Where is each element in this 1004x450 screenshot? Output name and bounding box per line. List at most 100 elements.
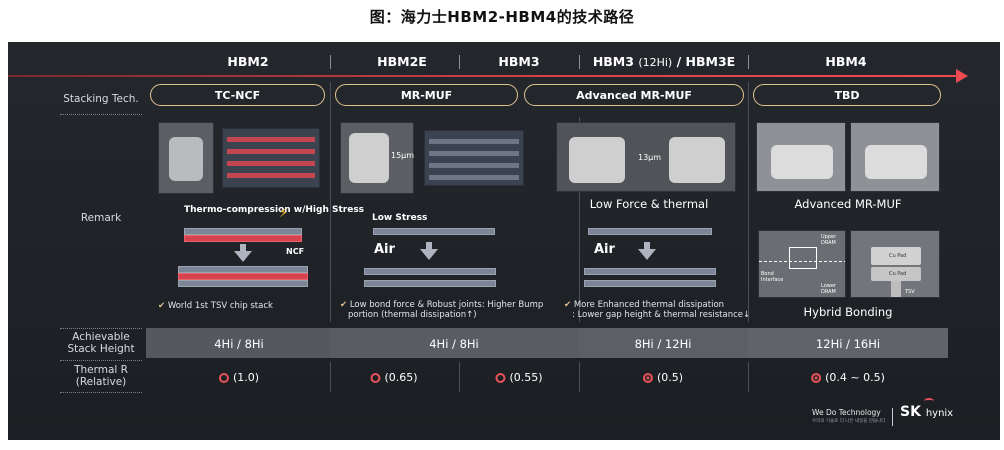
thermal-hbm2e: (0.65)	[370, 371, 417, 384]
logo-hynix: hynix	[926, 408, 953, 419]
row-dotted-divider	[60, 114, 142, 115]
tsv-shape	[891, 281, 901, 298]
thermal-hbm4: (0.4 ~ 0.5)	[811, 371, 885, 384]
roadmap-panel: HBM2 HBM2E HBM3 HBM3 (12Hi) / HBM3E HBM4…	[8, 42, 1000, 440]
header-divider	[330, 55, 331, 69]
column-divider	[330, 82, 331, 322]
thermal-hbm2: (1.0)	[219, 371, 259, 384]
bond-line	[759, 261, 846, 262]
check-icon: ✔	[564, 300, 571, 310]
gap-13um-label: 13μm	[638, 152, 661, 163]
hbm2e-chip-bottom	[364, 280, 496, 287]
upper-dram-label: Upper DRAM	[821, 234, 845, 246]
thermal-hbm4-value: (0.4 ~ 0.5)	[825, 371, 885, 384]
hbm2-subtitle: Thermo-compression w/High Stress	[184, 205, 364, 216]
row-dotted-divider	[60, 392, 142, 393]
circle-rating-icon	[495, 373, 505, 383]
footer-tagline-small: 우리의 기술로 더 나은 내일을 만듭니다	[812, 417, 885, 426]
row-label-thermal: Thermal R (Relative)	[60, 364, 142, 388]
thermal-hbm3e: (0.5)	[643, 371, 683, 384]
figure-title: 图：海力士HBM2-HBM4的技术路径	[0, 6, 1004, 27]
header-divider	[748, 55, 749, 69]
hbm4-caption-bottom: Hybrid Bonding	[804, 305, 893, 319]
gen-hbm3-12hi-small: (12Hi)	[638, 56, 672, 69]
row-dotted-divider	[60, 328, 142, 329]
hbm2e-stack-image	[424, 130, 524, 186]
circle-rating-icon	[219, 373, 229, 383]
hbm2-chip-mid	[178, 266, 308, 273]
gen-hbm2e: HBM2E	[377, 54, 427, 69]
timeline-arrow-head-icon	[956, 69, 968, 83]
cu-pad-label-1: Cu Pad	[889, 251, 906, 262]
thermal-hbm3: (0.55)	[495, 371, 542, 384]
hbm2e-air-label: Air	[374, 242, 395, 257]
column-divider	[748, 82, 749, 322]
pill-tc-ncf: TC-NCF	[150, 84, 325, 106]
hbm3e-air-label: Air	[594, 242, 615, 257]
hbm3e-chip-top	[588, 228, 712, 235]
hbm2-chip-top	[184, 228, 302, 235]
bond-interface-box	[789, 247, 817, 269]
hbm2-stack-image	[222, 128, 320, 188]
down-arrow-icon	[234, 251, 252, 262]
gen-hbm3-12hi-main: HBM3	[593, 54, 634, 69]
hbm2-chip-bottom	[178, 280, 308, 287]
gap-15um-label: 15μm	[391, 150, 414, 161]
thermal-hbm3e-value: (0.5)	[657, 371, 683, 384]
hybrid-bond-image-left: Upper DRAM Lower DRAM Bond Interface	[758, 230, 846, 298]
hbm2-ncf-chip-bottom	[178, 273, 308, 280]
gen-hbm2: HBM2	[227, 54, 268, 69]
hbm2e-subtitle: Low Stress	[372, 213, 427, 224]
footer-divider	[892, 408, 893, 426]
hbm3e-chip-mid	[584, 268, 716, 275]
header-divider	[579, 55, 580, 69]
tsv-label: TSV	[905, 287, 915, 298]
logo-sk: SK	[900, 404, 921, 420]
lower-dram-label: Lower DRAM	[821, 283, 845, 295]
pill-tbd: TBD	[753, 84, 941, 106]
thermal-hbm2-value: (1.0)	[233, 371, 259, 384]
thermal-divider	[579, 362, 580, 392]
hbm3e-note: ✔ More Enhanced thermal dissipation : Lo…	[564, 300, 750, 320]
stack-height-hbm4: 12Hi / 16Hi	[816, 337, 880, 351]
double-circle-rating-icon	[643, 373, 653, 383]
hbm4-micrograph-left	[756, 122, 846, 192]
pill-advanced-mr-muf: Advanced MR-MUF	[524, 84, 744, 106]
hbm2e-note-line1: Low bond force & Robust joints: Higher B…	[350, 300, 543, 310]
timeline-arrow-line	[8, 75, 958, 77]
thermal-divider	[330, 362, 331, 392]
hbm4-micrograph-right	[850, 122, 940, 192]
ncf-label: NCF	[286, 246, 304, 257]
hbm3e-caption: Low Force & thermal	[590, 197, 709, 211]
footer-tagline: We Do Technology 우리의 기술로 더 나은 내일을 만듭니다	[812, 408, 885, 426]
gen-hbm3: HBM3	[498, 54, 539, 69]
hbm3e-note-line1: More Enhanced thermal dissipation	[574, 300, 724, 310]
lightning-icon: ⚡	[279, 206, 288, 221]
double-circle-rating-icon	[811, 373, 821, 383]
thermal-divider	[748, 362, 749, 392]
header-divider	[459, 55, 460, 69]
hbm2e-note: ✔ Low bond force & Robust joints: Higher…	[340, 300, 543, 320]
row-dotted-divider	[60, 360, 142, 361]
hbm2e-chip-mid	[364, 268, 496, 275]
hybrid-bond-image-right: Cu Pad Cu Pad TSV	[850, 230, 940, 298]
hbm2-ncf-chip-top	[184, 235, 302, 242]
hbm3e-note-line2: : Lower gap height & thermal resistance↓	[564, 310, 750, 320]
hbm4-caption-top: Advanced MR-MUF	[794, 197, 901, 211]
check-icon: ✔	[158, 301, 165, 311]
row-label-stacking: Stacking Tech.	[60, 93, 142, 105]
bond-interface-label: Bond Interface	[761, 271, 789, 283]
hbm2e-note-line2: portion (thermal dissipation↑)	[340, 310, 543, 320]
hbm2-note-text: World 1st TSV chip stack	[168, 301, 273, 311]
down-arrow-icon	[638, 249, 656, 260]
cu-pad-label-2: Cu Pad	[889, 269, 906, 280]
stack-height-hbm3e: 8Hi / 12Hi	[635, 337, 692, 351]
gen-hbm4: HBM4	[825, 54, 866, 69]
thermal-hbm2e-value: (0.65)	[384, 371, 417, 384]
gen-hbm3-12hi-hbm3e: HBM3 (12Hi) / HBM3E	[593, 54, 735, 69]
check-icon: ✔	[340, 300, 347, 310]
footer-tagline-text: We Do Technology	[812, 408, 885, 417]
gen-hbm3e-tail: / HBM3E	[677, 54, 736, 69]
row-label-achievable: Achievable Stack Height	[60, 331, 142, 355]
hbm3e-chip-bottom	[584, 280, 716, 287]
